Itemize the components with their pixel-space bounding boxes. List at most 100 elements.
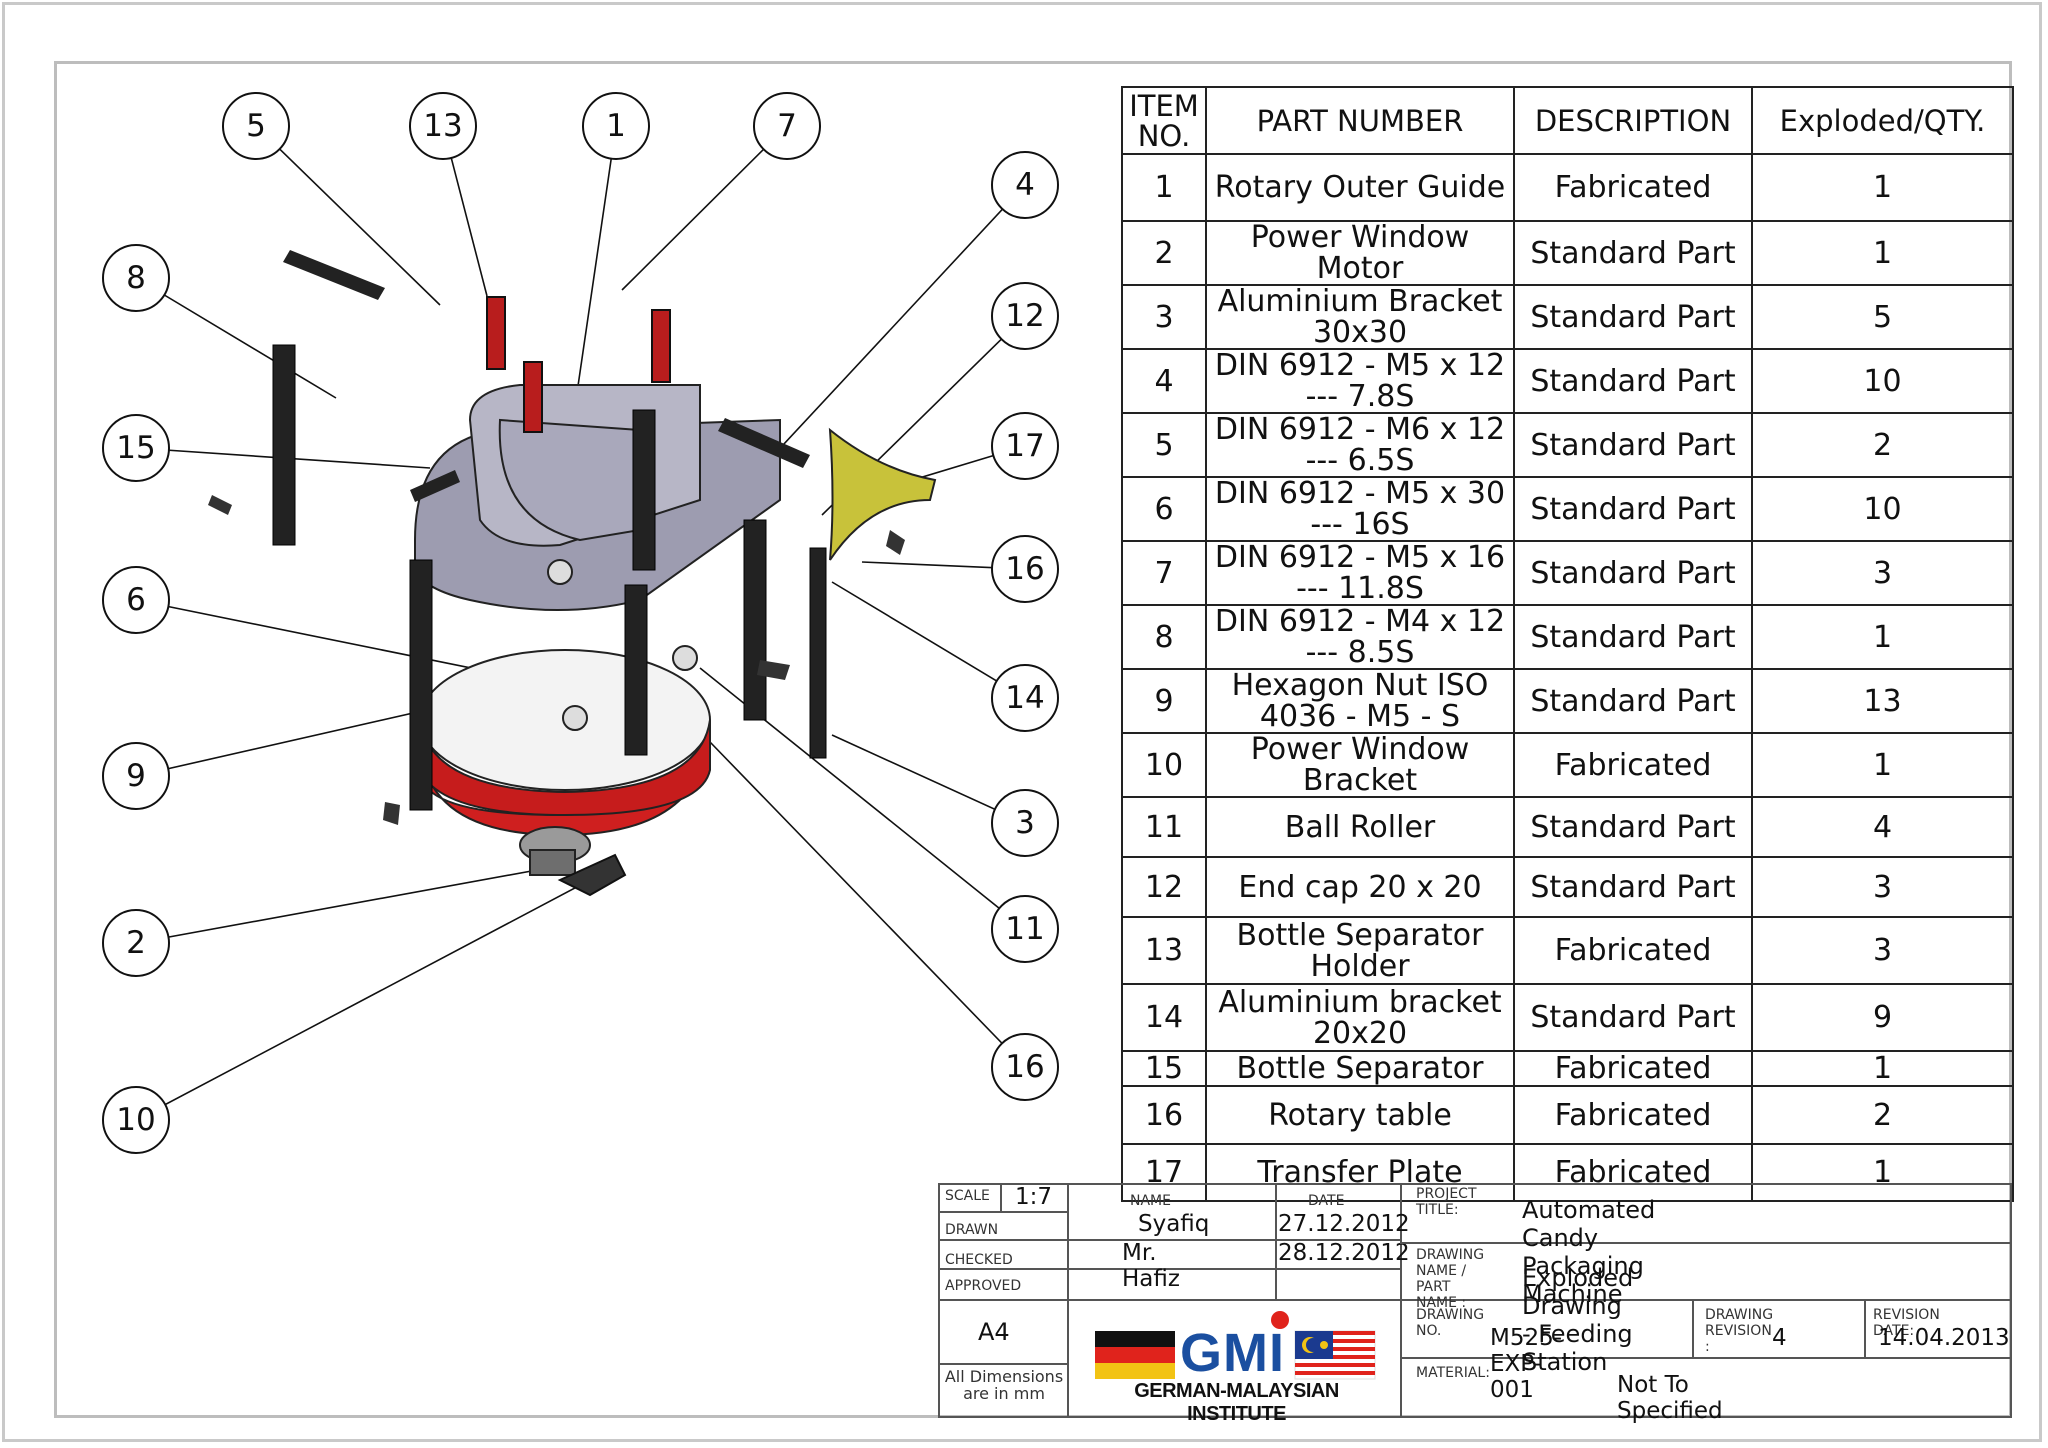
callout-balloon: 11	[991, 895, 1059, 963]
bom-item-no: 2	[1121, 220, 1207, 286]
callout-balloon: 10	[102, 1086, 170, 1154]
callout-balloon: 17	[991, 412, 1059, 480]
bom-part-number: Bottle Separator Holder	[1205, 916, 1515, 985]
balloon-number: 5	[246, 108, 266, 144]
divider	[1400, 1242, 2012, 1244]
bom-qty: 1	[1751, 153, 2014, 222]
bom-qty: 1	[1751, 1050, 2014, 1087]
callout-balloon: 3	[991, 789, 1059, 857]
bom-part-number: DIN 6912 - M4 x 12 --- 8.5S	[1205, 604, 1515, 670]
bom-description: Standard Part	[1513, 856, 1753, 918]
bom-qty: 1	[1751, 604, 2014, 670]
bom-item-no: 11	[1121, 796, 1207, 858]
bill-of-materials-table: ITEM NO. PART NUMBER DESCRIPTION Explode…	[1121, 86, 2014, 1202]
callout-balloon: 7	[753, 92, 821, 160]
balloon-number: 1	[606, 108, 626, 144]
bom-description: Standard Part	[1513, 412, 1753, 478]
bom-description: Standard Part	[1513, 668, 1753, 734]
scale-label: SCALE	[945, 1188, 990, 1204]
divider	[1275, 1183, 1277, 1299]
callout-balloon: 5	[222, 92, 290, 160]
balloon-number: 16	[1005, 1049, 1044, 1085]
bom-item-no: 15	[1121, 1050, 1207, 1087]
bom-part-number: Ball Roller	[1205, 796, 1515, 858]
callout-balloon: 4	[991, 151, 1059, 219]
drawing-no: M525-EXP-001	[1490, 1325, 1563, 1403]
bom-header-row: ITEM NO. PART NUMBER DESCRIPTION Explode…	[1121, 86, 2014, 155]
divider	[938, 1363, 1068, 1365]
balloon-number: 2	[126, 925, 146, 961]
drawing-no-label: DRAWING NO.	[1416, 1307, 1485, 1339]
balloon-circle	[102, 1086, 170, 1154]
divider	[1400, 1357, 2012, 1359]
checked-name: Mr. Hafiz	[1122, 1240, 1180, 1292]
bom-qty: 5	[1751, 284, 2014, 350]
balloon-number: 13	[423, 108, 462, 144]
bom-part-number: Power Window Bracket	[1205, 732, 1515, 798]
institute-name: GERMAN-MALAYSIAN INSTITUTE	[1134, 1380, 1339, 1425]
bom-part-number: DIN 6912 - M5 x 30 --- 16S	[1205, 476, 1515, 542]
divider	[938, 1239, 1400, 1241]
balloon-circle	[991, 895, 1059, 963]
bom-qty: 1	[1751, 220, 2014, 286]
sheet-size: A4	[978, 1318, 1010, 1346]
project-title-label: PROJECT TITLE:	[1416, 1186, 1477, 1218]
divider	[1864, 1299, 1866, 1357]
bom-item-no: 8	[1121, 604, 1207, 670]
drawn-date: 27.12.2012	[1278, 1211, 1410, 1237]
drawing-name-label: DRAWING NAME / PART NAME :	[1416, 1247, 1485, 1311]
balloon-number: 15	[116, 430, 155, 466]
bom-qty: 3	[1751, 540, 2014, 606]
gmi-logo-text: GMI	[1180, 1323, 1285, 1383]
material-value: Not To Specified	[1617, 1372, 1723, 1424]
divider	[1692, 1299, 1694, 1357]
bom-part-number: DIN 6912 - M6 x 12 --- 6.5S	[1205, 412, 1515, 478]
header-part-number: PART NUMBER	[1205, 86, 1515, 155]
bom-description: Fabricated	[1513, 153, 1753, 222]
bom-description: Fabricated	[1513, 1085, 1753, 1145]
balloon-number: 10	[116, 1102, 155, 1138]
callout-balloon: 16	[991, 535, 1059, 603]
divider	[1067, 1299, 1069, 1418]
bom-description: Standard Part	[1513, 348, 1753, 414]
bom-item-no: 16	[1121, 1085, 1207, 1145]
project-title: Automated Candy Packaging Machine	[1522, 1196, 1656, 1308]
balloon-circle	[753, 92, 821, 160]
bom-item-no: 12	[1121, 856, 1207, 918]
material-label: MATERIAL:	[1416, 1365, 1490, 1381]
balloon-circle	[222, 92, 290, 160]
approved-label: APPROVED	[945, 1278, 1022, 1294]
balloon-circle	[102, 566, 170, 634]
divider	[1000, 1183, 1002, 1211]
balloon-circle	[991, 151, 1059, 219]
bom-description: Fabricated	[1513, 1143, 1753, 1202]
balloon-number: 4	[1015, 167, 1035, 203]
bom-item-no: 3	[1121, 284, 1207, 350]
date-column-label: DATE	[1308, 1193, 1345, 1209]
balloon-circle	[409, 92, 477, 160]
callout-balloon: 6	[102, 566, 170, 634]
bom-description: Fabricated	[1513, 732, 1753, 798]
bom-item-no: 9	[1121, 668, 1207, 734]
bom-qty: 1	[1751, 1143, 2014, 1202]
bom-description: Standard Part	[1513, 284, 1753, 350]
balloon-number: 16	[1005, 551, 1044, 587]
balloon-circle	[991, 664, 1059, 732]
checked-label: CHECKED	[945, 1252, 1013, 1268]
bom-description: Standard Part	[1513, 476, 1753, 542]
balloon-circle	[102, 414, 170, 482]
revision-date: 14.04.2013	[1878, 1325, 2010, 1351]
divider	[938, 1268, 1400, 1270]
bom-item-no: 17	[1121, 1143, 1207, 1202]
bom-qty: 4	[1751, 796, 2014, 858]
